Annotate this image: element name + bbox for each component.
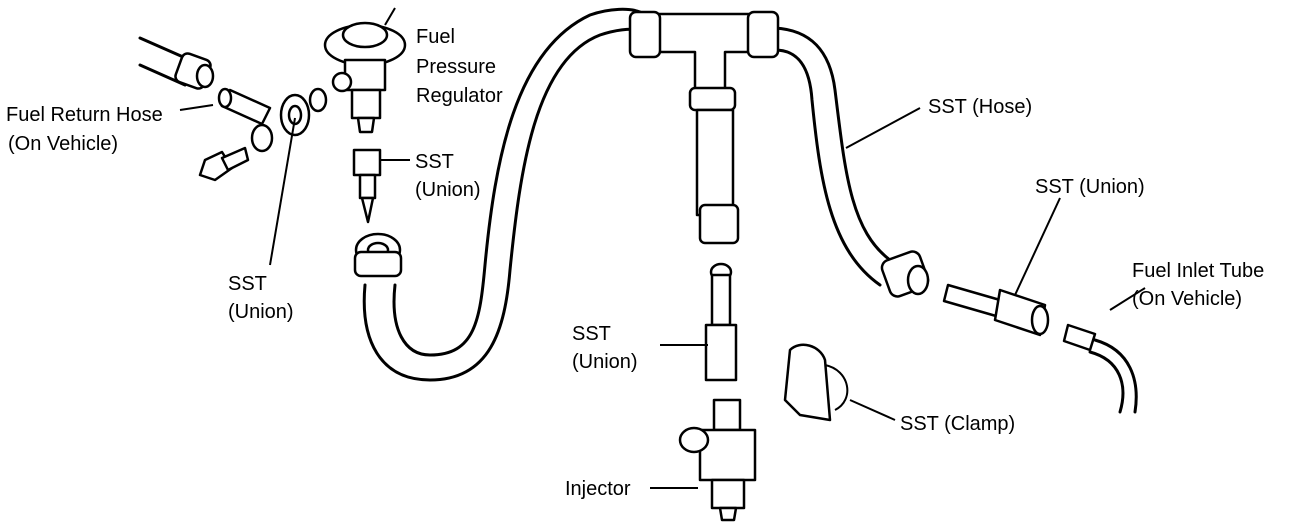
center-hose <box>695 108 740 245</box>
label-fuel-inlet-tube-sub: (On Vehicle) <box>1132 288 1242 310</box>
right-hose-end <box>880 250 930 298</box>
label-fuel-inlet-tube: Fuel Inlet Tube <box>1132 260 1264 282</box>
sst-hose-right-loop <box>773 26 892 287</box>
hose-clamp <box>353 250 403 278</box>
label-fuel: Fuel <box>416 26 455 48</box>
label-injector: Injector <box>565 478 631 500</box>
injector-part <box>678 398 757 522</box>
label-sst-union-left: SST <box>228 273 267 295</box>
sst-union-top-part <box>352 148 382 224</box>
hose-clamp <box>746 10 780 59</box>
hose-clamp <box>628 10 662 59</box>
fuel-pressure-regulator <box>323 7 407 134</box>
return-union-parts <box>198 87 328 182</box>
label-sst-union-center-sub: (Union) <box>572 351 638 373</box>
t-connector <box>628 10 780 112</box>
sst-union-right-part <box>942 283 1050 337</box>
label-sst-union-top-sub: (Union) <box>415 179 481 201</box>
label-sst-hose: SST (Hose) <box>928 96 1032 118</box>
label-sst-union-right: SST (Union) <box>1035 176 1145 198</box>
label-sst-union-center: SST <box>572 323 611 345</box>
label-sst-union-left-sub: (Union) <box>228 301 294 323</box>
hose-clamp <box>698 203 740 245</box>
label-regulator: Regulator <box>416 85 503 107</box>
label-pressure: Pressure <box>416 56 496 78</box>
hose-clamp <box>688 86 737 112</box>
left-hose-end <box>353 232 403 278</box>
sst-hose-left-loop <box>362 7 642 382</box>
leader-lines <box>179 104 1146 489</box>
label-fuel-return-hose: Fuel Return Hose <box>6 104 163 126</box>
label-sst-union-top: SST <box>415 151 454 173</box>
fuel-return-hose <box>138 36 215 90</box>
label-sst-clamp: SST (Clamp) <box>900 413 1015 435</box>
fuel-inlet-tube <box>1062 323 1138 414</box>
label-fuel-return-hose-sub: (On Vehicle) <box>8 133 118 155</box>
sst-union-center-part <box>704 262 738 382</box>
sst-clamp-part <box>783 343 849 422</box>
